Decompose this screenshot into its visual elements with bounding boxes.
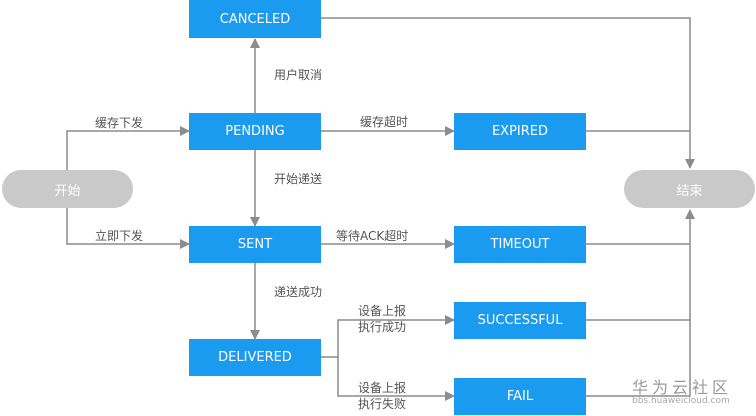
label-delivery-success: 递送成功 — [274, 285, 323, 299]
edge-fail-end — [586, 209, 695, 397]
label-report-success-1: 设备上报 — [358, 304, 407, 318]
node-canceled: CANCELED — [189, 0, 321, 38]
label-immediate-issue: 立即下发 — [95, 229, 144, 243]
node-timeout: TIMEOUT — [454, 226, 586, 263]
label-cache-timeout: 缓存超时 — [360, 115, 409, 129]
edge-canceled-end — [321, 17, 695, 169]
watermark-brand: 华为云社区 — [632, 378, 733, 397]
node-start: 开始 — [2, 170, 133, 208]
node-delivered: DELIVERED — [189, 339, 321, 376]
watermark-url: bbs.huaweicloud.com — [632, 396, 730, 406]
edge-start-pending — [66, 126, 190, 170]
node-fail: FAIL — [454, 378, 586, 415]
label-user-cancel: 用户取消 — [274, 68, 323, 82]
label-report-fail-1: 设备上报 — [358, 381, 407, 395]
node-sent: SENT — [189, 226, 321, 263]
label-start-delivery: 开始递送 — [274, 172, 323, 186]
label-report-success-2: 执行成功 — [358, 320, 407, 334]
edge-start-sent — [66, 208, 190, 249]
node-expired: EXPIRED — [454, 113, 586, 150]
node-end: 结束 — [624, 170, 755, 208]
label-cache-issue: 缓存下发 — [95, 116, 144, 130]
label-wait-ack-timeout: 等待ACK超时 — [336, 229, 409, 243]
node-pending: PENDING — [189, 113, 321, 150]
edge-delivered-fail — [337, 357, 455, 401]
label-report-fail-2: 执行失败 — [358, 397, 407, 411]
node-successful: SUCCESSFUL — [454, 302, 586, 339]
edge-delivered-successful — [321, 315, 455, 358]
